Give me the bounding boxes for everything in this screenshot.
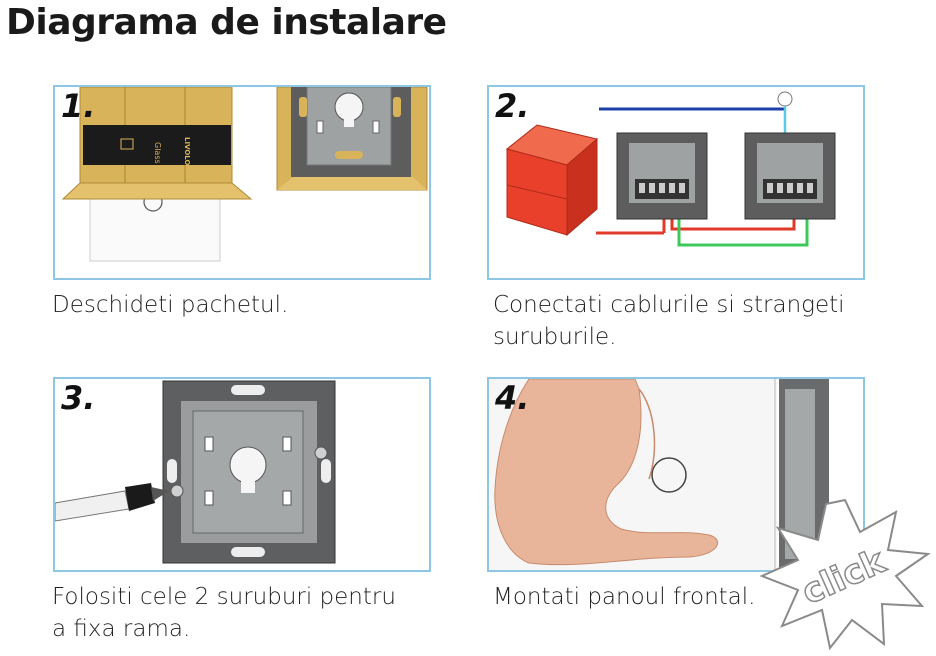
screw-frame-illustration xyxy=(55,380,336,564)
mount-panel-illustration xyxy=(489,379,829,570)
step-3-number: 3. xyxy=(61,379,96,417)
step-1-number: 1. xyxy=(61,87,96,125)
click-burst-icon: click xyxy=(759,498,931,651)
step-3-caption-line-2: a fixa rama. xyxy=(52,616,191,642)
page-title: Diagrama de instalare xyxy=(6,2,447,43)
step-3-caption-line-1: Folositi cele 2 suruburi pentru xyxy=(52,584,396,610)
step-2-panel: 2. xyxy=(487,85,865,280)
step-4-number: 4. xyxy=(495,379,530,417)
open-package-illustration: Glass LIVOLO xyxy=(61,87,428,262)
step-2-caption-line-2: suruburile. xyxy=(493,324,617,350)
svg-text:LIVOLO: LIVOLO xyxy=(183,137,191,166)
step-1-caption: Deschideti pachetul. xyxy=(52,292,289,318)
svg-text:Glass: Glass xyxy=(153,142,162,164)
wiring-illustration xyxy=(505,91,836,247)
step-3-caption: Folositi cele 2 suruburi pentru a fixa r… xyxy=(52,581,396,645)
step-1-panel: 1. Glass LIVOLO xyxy=(53,85,431,280)
step-2-number: 2. xyxy=(495,87,530,125)
step-3-panel: 3. xyxy=(53,377,431,572)
step-4-caption: Montati panoul frontal. xyxy=(493,584,756,610)
step-2-caption-line-1: Conectati cablurile si strangeti xyxy=(493,292,845,318)
step-2-caption: Conectati cablurile si strangeti surubur… xyxy=(493,289,845,353)
